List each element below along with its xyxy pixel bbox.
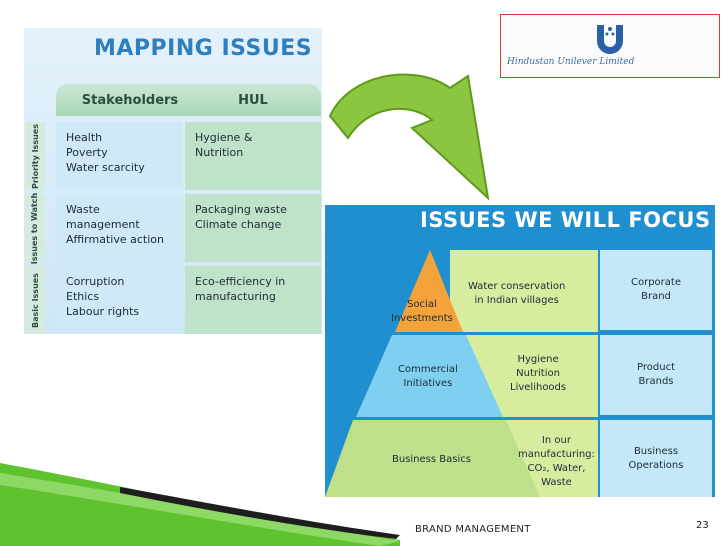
side-label-basic-issues: Basic Issues (25, 266, 45, 334)
hul-cell-watch: Packaging waste Climate change (185, 194, 321, 262)
focus-title: ISSUES WE WILL FOCUS ON (420, 208, 728, 232)
stakeholders-cell-basic: Corruption Ethics Labour rights (56, 266, 183, 334)
hul-cell-basic: Eco-efficiency in manufacturing (185, 266, 321, 334)
stakeholders-cell-watch: Waste management Affirmative action (56, 194, 183, 262)
footer-swoosh (0, 463, 400, 546)
logo-text: Hindustan Unilever Limited (507, 57, 635, 67)
mapping-issues-panel: MAPPING ISSUES Stakeholders HUL Priority… (24, 28, 322, 334)
page-number: 23 (696, 520, 709, 531)
stakeholders-header: Stakeholders (56, 84, 204, 116)
side-label-issues-to-watch: Issues to Watch (25, 192, 45, 264)
hul-logo: Hindustan Unilever Limited (500, 14, 720, 78)
footer-text: BRAND MANAGEMENT (415, 524, 531, 535)
hul-cell-priority: Hygiene & Nutrition (185, 122, 321, 190)
business-basics-label: Business Basics (392, 454, 471, 465)
pyramid-top-segment (395, 250, 463, 332)
hul-header: HUL (185, 84, 321, 116)
pyramid-bottom-segment (325, 420, 540, 497)
pyramid-middle-segment (356, 335, 503, 417)
curved-arrow-icon (328, 73, 490, 201)
stakeholders-cell-priority: Health Poverty Water scarcity (56, 122, 183, 190)
focus-pyramid (325, 250, 598, 497)
mapping-issues-title: MAPPING ISSUES (94, 36, 313, 61)
unilever-u-icon (597, 25, 623, 54)
side-label-priority-issues: Priority Issues (25, 122, 45, 190)
